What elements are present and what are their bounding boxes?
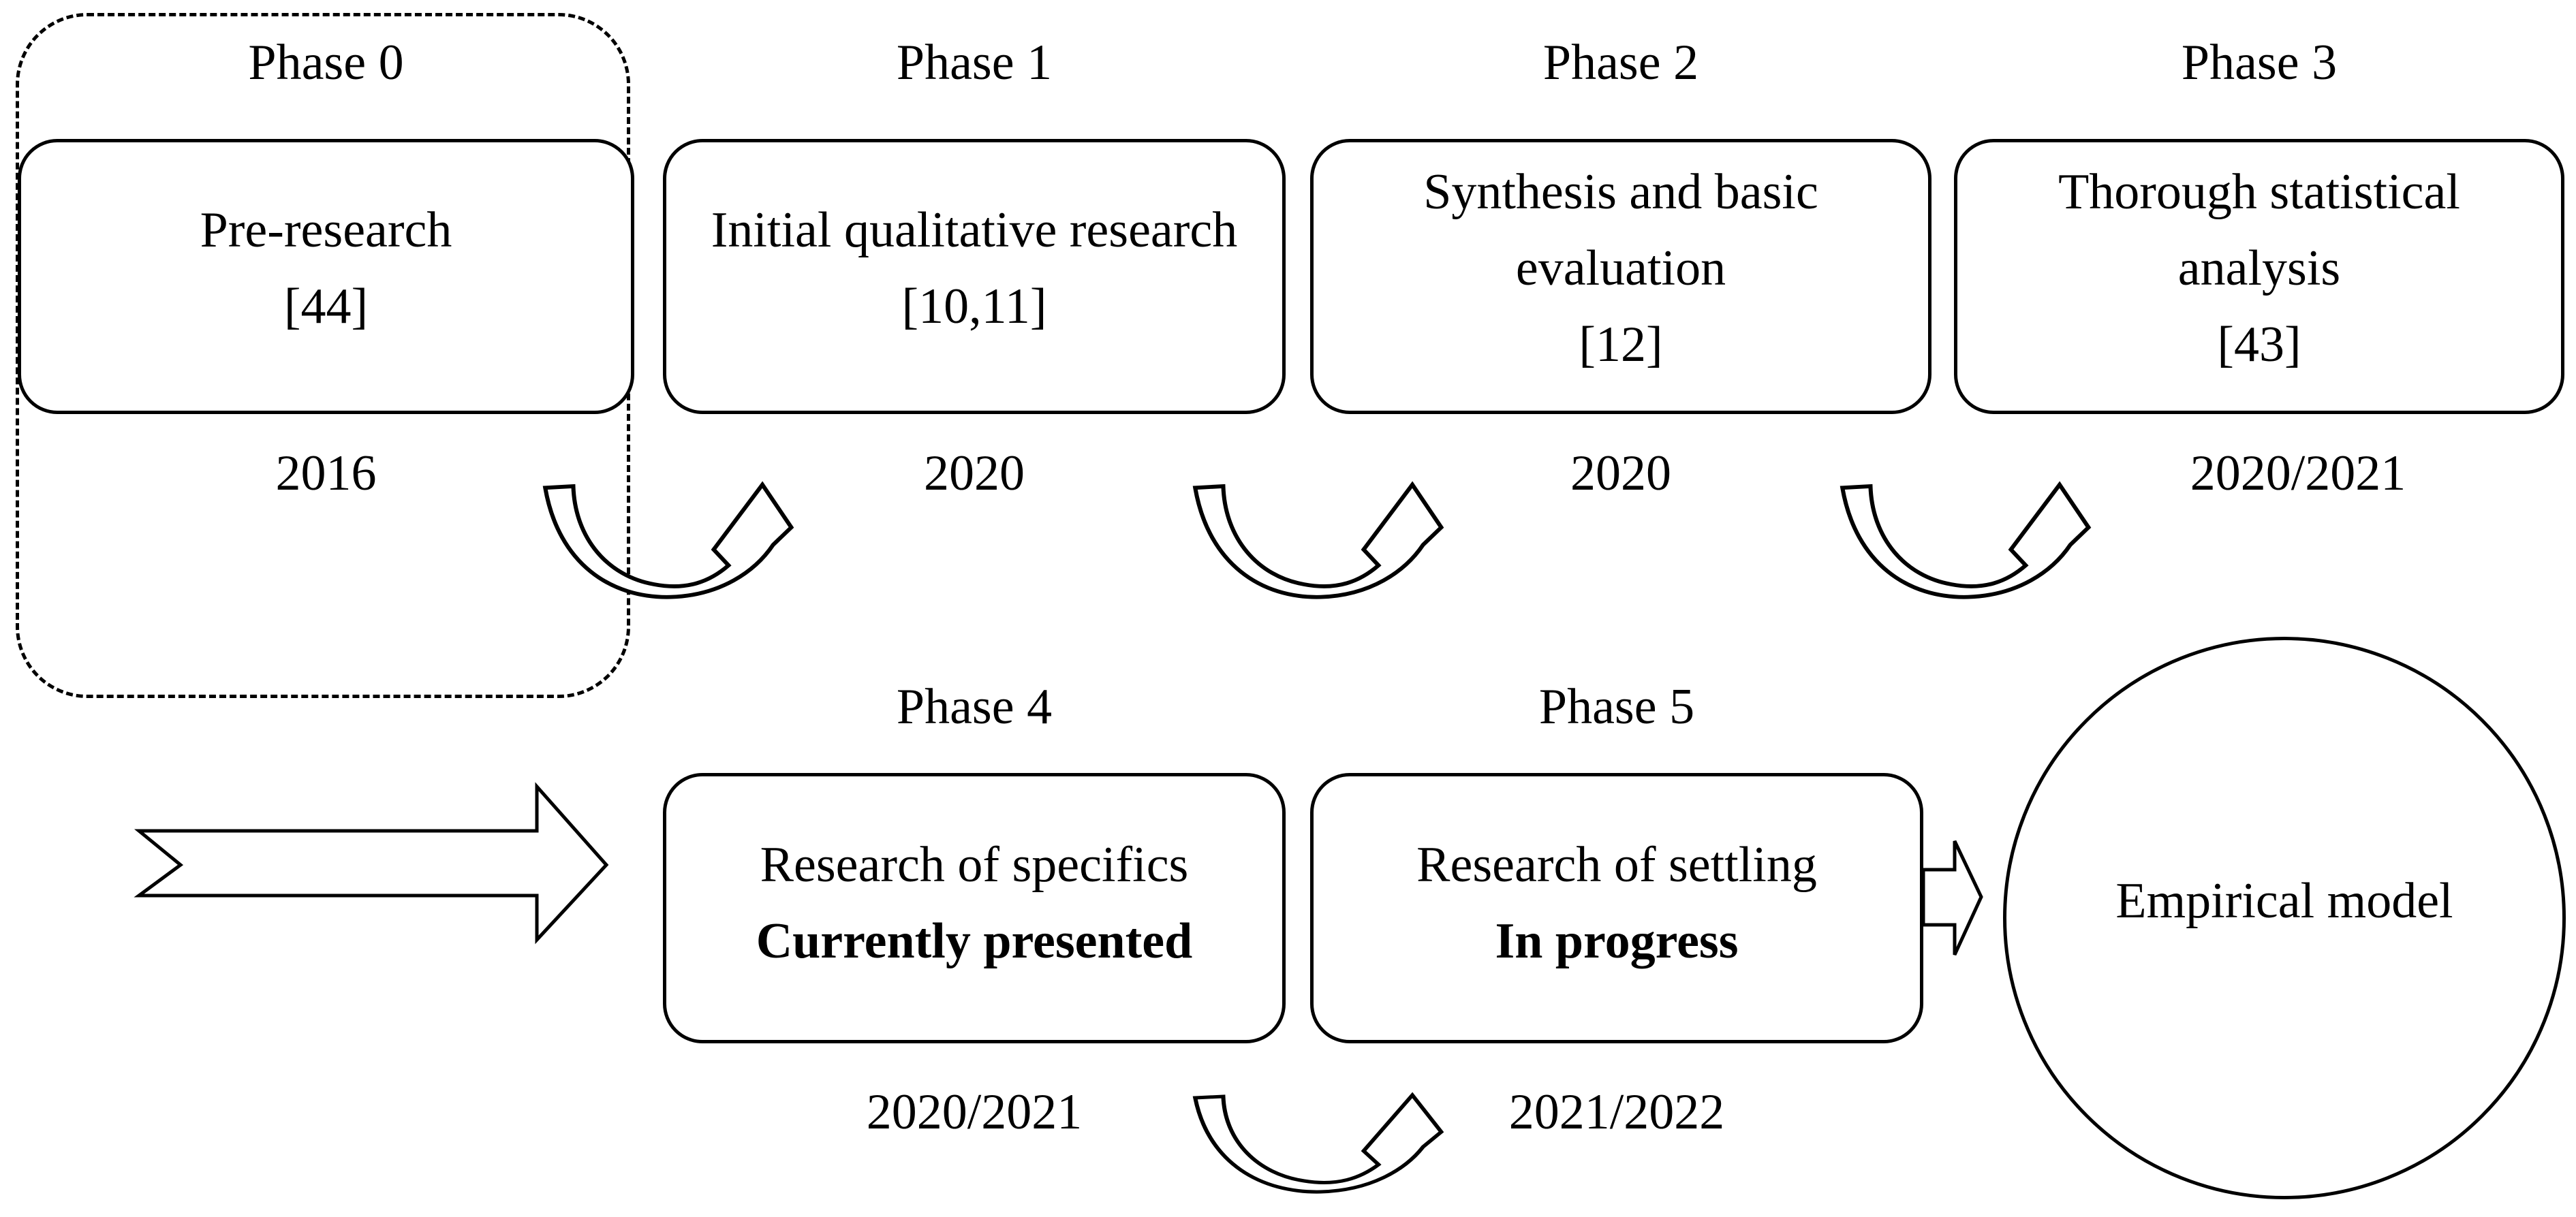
entry-block-arrow-icon (134, 782, 609, 945)
curved-arrow-path (1840, 481, 2092, 599)
phase0-citation: [44] (283, 279, 369, 334)
curved-arrow-path (1192, 481, 1444, 599)
curved-arrow-phase1-phase2-icon (1192, 481, 1444, 599)
curved-arrow-path (1192, 1092, 1444, 1194)
phase2-label: Phase 2 (1542, 34, 1699, 91)
phase2-title-line1: Synthesis and basic (1423, 164, 1818, 220)
phase1-title: Initial qualitative research (711, 202, 1238, 258)
curved-arrow-phase0-phase1-icon (542, 481, 794, 599)
phase5-to-model-arrow-icon (1921, 840, 1983, 956)
phase1-label: Phase 1 (896, 34, 1053, 91)
phase3-box: Thorough statistical analysis [43] (1954, 139, 2564, 414)
phase5-box: Research of settling In progress (1310, 773, 1923, 1043)
phase5-label: Phase 5 (1538, 678, 1695, 735)
curved-arrow-path (542, 481, 794, 599)
phase3-citation: [43] (2217, 317, 2301, 373)
phase1-year: 2020 (924, 445, 1025, 501)
phase1-box: Initial qualitative research [10,11] (663, 139, 1286, 414)
phase4-status: Currently presented (756, 913, 1193, 969)
phase4-year: 2020/2021 (866, 1084, 1083, 1140)
curved-arrow-phase2-phase3-icon (1840, 481, 2092, 599)
phase2-box: Synthesis and basic evaluation [12] (1310, 139, 1931, 414)
phase3-label: Phase 3 (2181, 34, 2338, 91)
phase4-title: Research of specifics (760, 836, 1189, 893)
phase2-citation: [12] (1579, 317, 1663, 373)
phase3-title-line2: analysis (2177, 240, 2341, 296)
connector-arrow-shape (1921, 840, 1983, 956)
phase0-title: Pre-research (200, 202, 452, 258)
phase5-year: 2021/2022 (1508, 1084, 1725, 1140)
phase0-label: Phase 0 (248, 34, 404, 91)
phase4-box: Research of specifics Currently presente… (663, 773, 1286, 1043)
phase2-year: 2020 (1570, 445, 1671, 501)
phase1-citation: [10,11] (901, 279, 1047, 334)
empirical-model-circle: Empirical model (2003, 637, 2566, 1199)
phase2-title-line2: evaluation (1515, 240, 1726, 296)
entry-block-arrow-shape (134, 782, 609, 945)
phase5-status: In progress (1495, 913, 1739, 969)
phase4-label: Phase 4 (896, 678, 1053, 735)
phase0-year: 2016 (275, 445, 377, 501)
phase0-box: Pre-research [44] (18, 139, 634, 414)
phase5-title: Research of settling (1416, 836, 1817, 893)
phase3-title-line1: Thorough statistical (2058, 164, 2460, 220)
empirical-model-label: Empirical model (2115, 872, 2453, 929)
curved-arrow-phase4-phase5-icon (1192, 1092, 1444, 1194)
phase3-year: 2020/2021 (2190, 445, 2406, 501)
